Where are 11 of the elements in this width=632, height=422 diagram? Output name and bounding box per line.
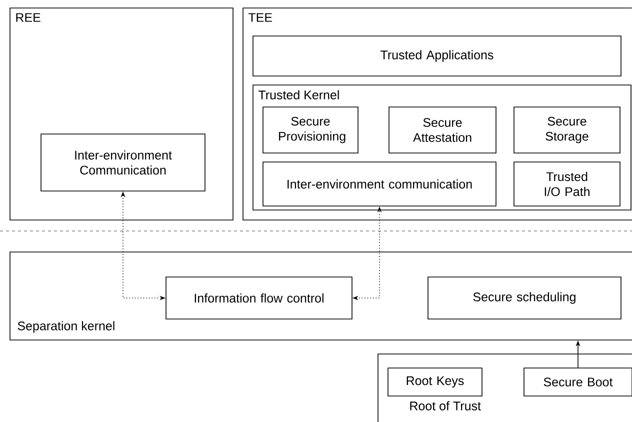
component-box: Secure Provisioning bbox=[262, 106, 358, 154]
component-box: Information flow control bbox=[166, 276, 352, 320]
component-box: Inter-environment Communication bbox=[40, 134, 206, 192]
component-box: Secure Boot bbox=[524, 368, 632, 396]
component-box: Trusted Applications bbox=[252, 36, 622, 76]
component-box: Secure Attestation bbox=[388, 106, 496, 154]
component-box: Secure Storage bbox=[514, 106, 620, 154]
component-box: Root Keys bbox=[388, 368, 482, 396]
component-box: Inter-environment communication bbox=[262, 162, 496, 206]
component-box: Secure scheduling bbox=[428, 276, 622, 320]
component-box: Trusted I/O Path bbox=[514, 162, 620, 206]
